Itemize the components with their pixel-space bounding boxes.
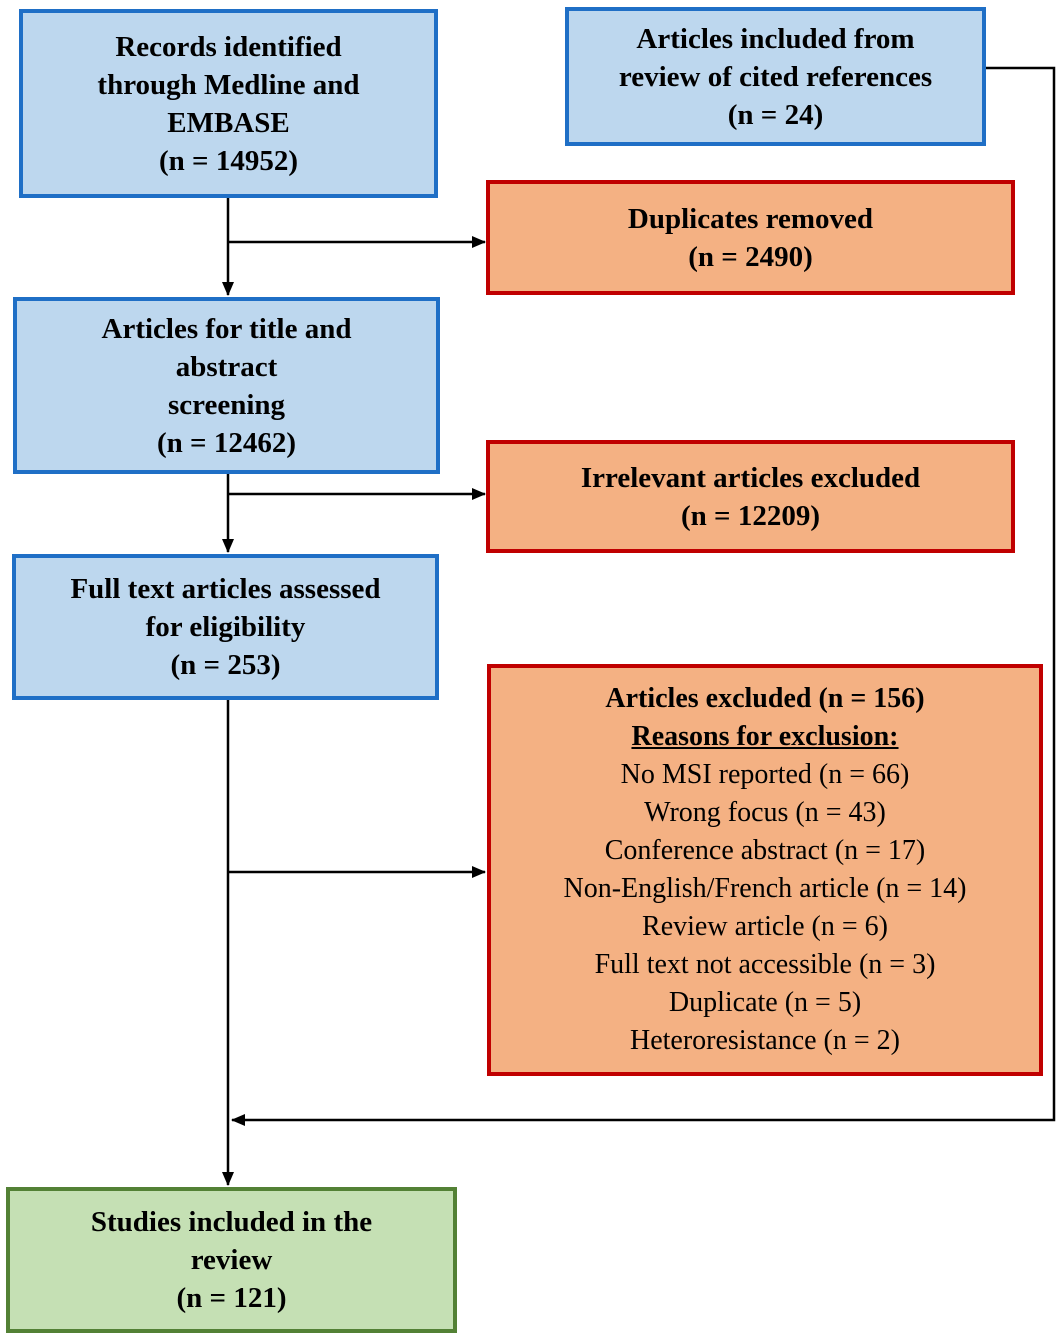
included-count: (n = 121) bbox=[176, 1282, 287, 1314]
exclusion-reason: Wrong focus (n = 43) bbox=[644, 797, 886, 828]
exclusion-reason: Non-English/French article (n = 14) bbox=[563, 873, 967, 904]
identified-line-1: Records identified bbox=[115, 30, 342, 63]
duplicates-title: Duplicates removed bbox=[627, 202, 874, 235]
cited-references-box: Articles included from review of cited r… bbox=[565, 7, 986, 146]
fulltext-line-1: Full text articles assessed bbox=[70, 573, 381, 605]
irrelevant-count: (n = 12209) bbox=[681, 499, 820, 532]
cited-count: (n = 24) bbox=[727, 98, 824, 131]
exclusion-reason: No MSI reported (n = 66) bbox=[620, 759, 910, 790]
duplicates-count: (n = 2490) bbox=[688, 240, 813, 273]
identified-box: Records identified through Medline and E… bbox=[19, 9, 438, 198]
excluded-title: Articles excluded (n = 156) bbox=[605, 683, 925, 714]
fulltext-count: (n = 253) bbox=[170, 649, 281, 681]
screening-line-3: screening bbox=[167, 388, 286, 421]
excluded-box: Articles excluded (n = 156) Reasons for … bbox=[487, 664, 1043, 1076]
duplicates-box: Duplicates removed (n = 2490) bbox=[486, 180, 1015, 295]
identified-count: (n = 14952) bbox=[159, 144, 298, 177]
included-box: Studies included in the review (n = 121) bbox=[6, 1187, 457, 1333]
exclusion-reason: Duplicate (n = 5) bbox=[668, 987, 862, 1018]
cited-line-2: review of cited references bbox=[618, 60, 933, 93]
identified-line-3: EMBASE bbox=[167, 106, 290, 139]
included-line-2: review bbox=[190, 1244, 273, 1276]
screening-line-1: Articles for title and bbox=[101, 312, 352, 345]
connector-cited-references bbox=[231, 66, 1056, 1126]
exclusion-reason: Full text not accessible (n = 3) bbox=[594, 949, 936, 980]
exclusion-reason: Review article (n = 6) bbox=[642, 911, 888, 942]
screening-box: Articles for title and abstract screenin… bbox=[13, 297, 440, 474]
fulltext-line-2: for eligibility bbox=[145, 611, 306, 643]
fulltext-box: Full text articles assessed for eligibil… bbox=[12, 554, 439, 700]
exclusion-reason: Conference abstract (n = 17) bbox=[604, 835, 926, 866]
exclusion-reasons-heading: Reasons for exclusion: bbox=[631, 721, 899, 752]
irrelevant-box: Irrelevant articles excluded (n = 12209) bbox=[486, 440, 1015, 553]
screening-line-2: abstract bbox=[175, 350, 278, 383]
irrelevant-title: Irrelevant articles excluded bbox=[580, 461, 921, 494]
cited-line-1: Articles included from bbox=[636, 22, 915, 55]
exclusion-reason: Heteroresistance (n = 2) bbox=[629, 1025, 900, 1056]
screening-count: (n = 12462) bbox=[157, 426, 296, 459]
included-line-1: Studies included in the bbox=[90, 1206, 373, 1238]
identified-line-2: through Medline and bbox=[97, 68, 360, 101]
